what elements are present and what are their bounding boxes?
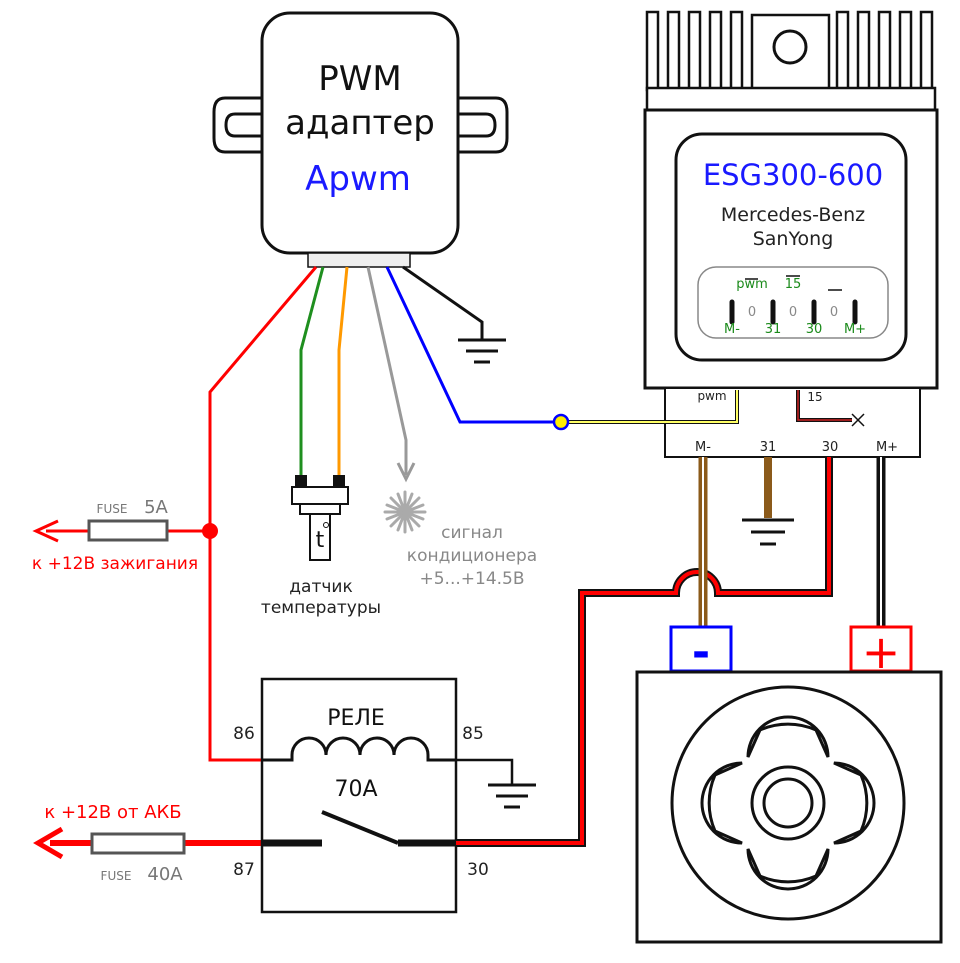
controller-ground-symbol xyxy=(742,518,794,546)
ac-label-line2: кондиционера xyxy=(407,546,537,566)
ac-signal: сигнал кондиционера +5...+14.5В xyxy=(383,490,537,589)
fuse-40a-word: FUSE xyxy=(101,869,132,883)
conn-label-15: 15 xyxy=(785,277,802,292)
conn-zero-3: 0 xyxy=(830,305,838,320)
controller-model: ESG300-600 xyxy=(703,158,883,192)
conn-zero-2: 0 xyxy=(789,305,797,320)
gray-wire-ac xyxy=(366,266,408,475)
red-wire-ignition xyxy=(208,266,318,762)
relay-rating: 70A xyxy=(334,777,377,802)
relay-ground-wire xyxy=(456,758,514,785)
pwm-adapter: PWM адаптер Apwm xyxy=(212,11,509,268)
connector-outline xyxy=(697,266,889,339)
relay: РЕЛЕ 70A 86 85 87 30 xyxy=(233,677,489,914)
adapter-ground-symbol xyxy=(458,338,506,364)
ac-label-line3: +5...+14.5В xyxy=(419,569,524,589)
sensor-pin-right xyxy=(333,475,345,489)
blue-wire-pwm xyxy=(385,266,556,424)
conn-bottom-30: 30 xyxy=(806,322,823,337)
fan-minus-sign: - xyxy=(692,627,710,678)
relay-pin-87: 87 xyxy=(233,860,255,880)
battery-fuse-branch: к +12В от АКБ FUSE 40A xyxy=(33,802,262,885)
sensor-label-line2: температуры xyxy=(261,598,381,618)
black-wire-ground xyxy=(402,265,484,340)
relay-pin-30: 30 xyxy=(467,860,489,880)
controller-brand-line2: SanYong xyxy=(753,228,834,250)
term-label-m-minus: M- xyxy=(695,440,711,455)
fan-motor: - + xyxy=(635,625,943,944)
heatsink-mount-hole xyxy=(772,29,808,65)
fuse-5a-body xyxy=(87,519,169,542)
connector-pins xyxy=(729,299,858,325)
sensor-neck xyxy=(299,503,341,515)
controller-heatsink xyxy=(645,10,937,113)
battery-label: к +12В от АКБ xyxy=(44,802,181,823)
adapter-right-mount-ear xyxy=(458,96,509,154)
controller-brand-line1: Mercedes-Benz xyxy=(721,204,865,226)
relay-title: РЕЛЕ xyxy=(327,706,385,731)
ignition-fuse-branch: FUSE 5A к +12В зажигания xyxy=(32,497,218,574)
pwm-junction xyxy=(552,413,570,431)
sensor-degree xyxy=(323,522,329,528)
relay-contact-switch xyxy=(321,810,399,845)
term-15-unused-mark xyxy=(851,413,865,427)
fan-hub-inner xyxy=(762,777,814,829)
conn-bottom-31: 31 xyxy=(765,322,782,337)
fuse-40a-body xyxy=(90,832,186,855)
snowflake-icon xyxy=(383,490,427,534)
orange-wire-sensor xyxy=(337,266,349,478)
temperature-sensor: t датчик температуры xyxy=(261,475,381,618)
fuse-40a-rating: 40A xyxy=(147,864,183,885)
ignition-arrowhead xyxy=(32,519,59,543)
relay-coil xyxy=(262,736,456,762)
adapter-model: Apwm xyxy=(305,159,411,199)
term-label-30: 30 xyxy=(822,440,839,455)
relay-ground-symbol xyxy=(488,783,536,809)
sensor-label-line1: датчик xyxy=(289,577,352,597)
controller-connector: pwm 15 0 0 0 M- 31 30 M+ xyxy=(697,266,889,339)
fan-plus-sign: + xyxy=(862,625,901,679)
fuse-5a-word: FUSE xyxy=(97,502,128,516)
adapter-title-line1: PWM xyxy=(318,59,401,99)
adapter-left-mount-ear xyxy=(212,96,263,154)
adapter-wires xyxy=(208,265,556,762)
conn-bottom-m-plus: M+ xyxy=(844,322,866,337)
term-label-15: 15 xyxy=(807,390,822,404)
adapter-wire-exit xyxy=(307,252,411,268)
adapter-title-line2: адаптер xyxy=(285,103,435,143)
conn-label-pwm: pwm xyxy=(736,277,768,292)
sensor-head xyxy=(291,486,349,505)
power-wire-red xyxy=(456,457,831,845)
term-15-wire-core xyxy=(797,390,852,421)
sensor-probe xyxy=(309,513,331,561)
ignition-junction xyxy=(202,523,218,539)
ignition-label: к +12В зажигания xyxy=(32,554,198,574)
relay-pin-86: 86 xyxy=(233,724,255,744)
conn-bottom-m-minus: M- xyxy=(724,322,740,337)
term-label-31: 31 xyxy=(760,440,777,455)
term-label-pwm: pwm xyxy=(697,389,726,403)
sensor-pin-left xyxy=(295,475,307,489)
sensor-symbol: t xyxy=(316,528,325,553)
ac-label-line1: сигнал xyxy=(441,523,503,543)
fan-minus-terminal xyxy=(669,625,733,673)
fan-blades xyxy=(700,715,876,891)
fuse-5a-rating: 5A xyxy=(144,497,168,518)
green-wire-sensor xyxy=(299,266,325,478)
term-label-m-plus: M+ xyxy=(876,440,898,455)
fan-controller: ESG300-600 Mercedes-Benz SanYong pwm 15 … xyxy=(643,10,939,458)
relay-pin-85: 85 xyxy=(462,724,484,744)
battery-arrowhead xyxy=(33,826,64,860)
gray-arrowhead xyxy=(396,462,416,483)
pwm-signal-wire-core xyxy=(568,390,738,423)
conn-zero-1: 0 xyxy=(748,305,756,320)
relay-body xyxy=(260,677,458,914)
